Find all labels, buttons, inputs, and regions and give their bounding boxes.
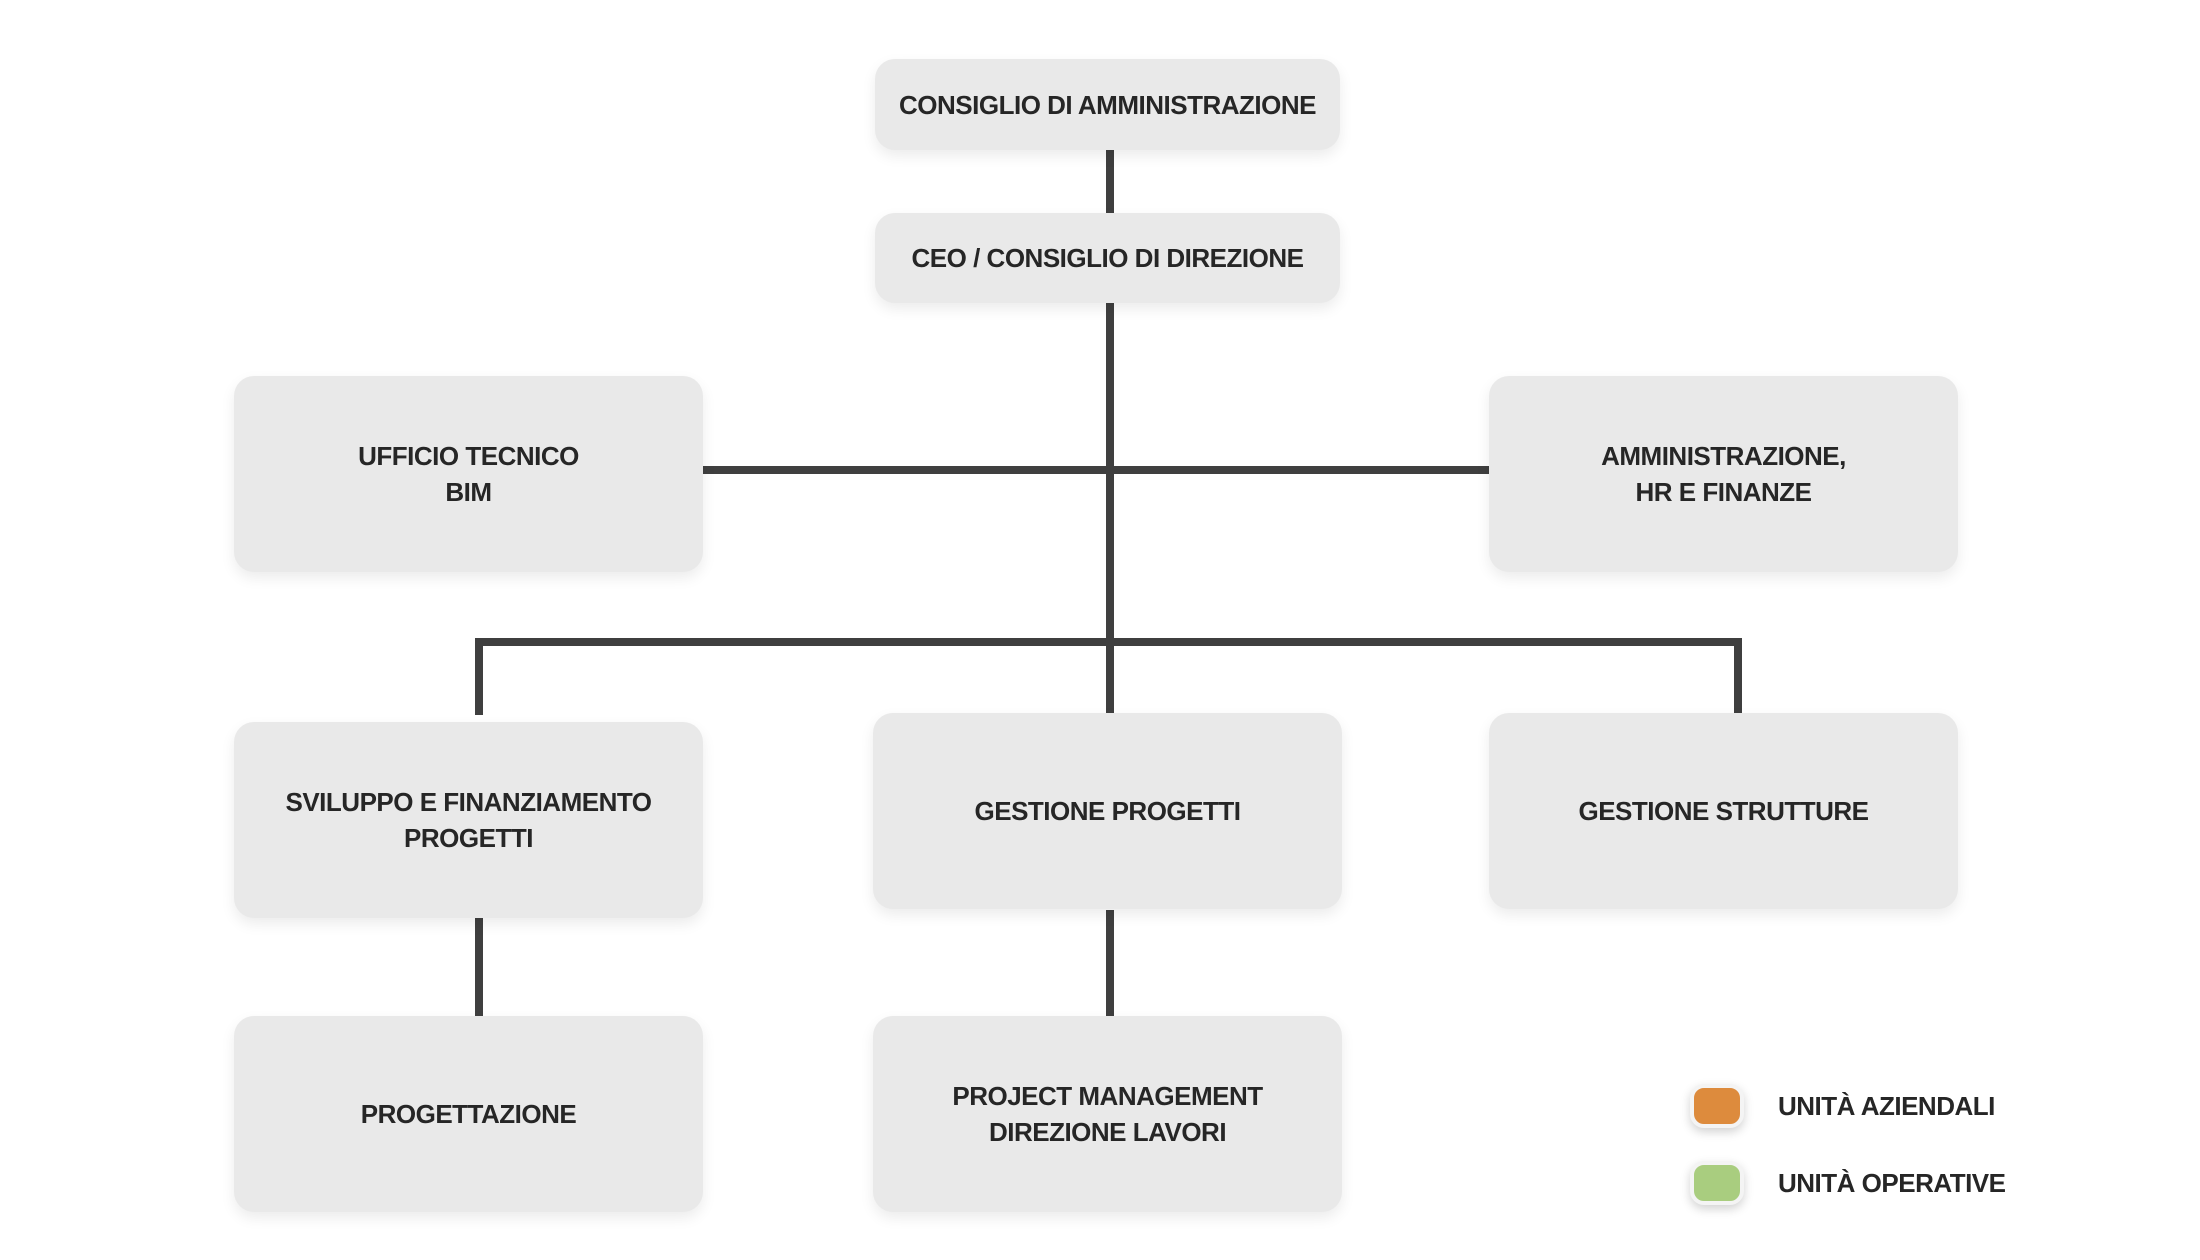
node-administration: AMMINISTRAZIONE, HR E FINANZE xyxy=(1489,376,1958,572)
node-design-label: PROGETTAZIONE xyxy=(360,1099,577,1129)
node-design: PROGETTAZIONE xyxy=(234,1016,703,1212)
node-facility-management-label: GESTIONE STRUTTURE xyxy=(1578,796,1869,826)
node-project-management: GESTIONE PROGETTI xyxy=(873,713,1342,909)
legend-swatch-business-units xyxy=(1690,1084,1744,1128)
node-pm-works: PROJECT MANAGEMENT DIREZIONE LAVORI xyxy=(873,1016,1342,1212)
node-development: SVILUPPO E FINANZIAMENTO PROGETTI xyxy=(234,722,703,918)
legend-swatch-operative-units xyxy=(1690,1161,1744,1205)
node-development-label-2: PROGETTI xyxy=(404,823,533,853)
legend-item-operative-units: UNITÀ OPERATIVE xyxy=(1690,1161,2006,1205)
connector-operative-branch xyxy=(475,638,1742,715)
node-board: CONSIGLIO DI AMMINISTRAZIONE xyxy=(875,59,1340,150)
node-ceo: CEO / CONSIGLIO DI DIREZIONE xyxy=(875,213,1340,303)
node-technical-office: UFFICIO TECNICO BIM xyxy=(234,376,703,572)
node-pm-works-label-1: PROJECT MANAGEMENT xyxy=(952,1081,1263,1111)
node-technical-office-label-2: BIM xyxy=(445,477,492,507)
node-administration-label-2: HR E FINANZE xyxy=(1635,477,1813,507)
node-facility-management: GESTIONE STRUTTURE xyxy=(1489,713,1958,909)
node-board-label: CONSIGLIO DI AMMINISTRAZIONE xyxy=(899,89,1316,120)
legend-item-business-units: UNITÀ AZIENDALI xyxy=(1690,1084,1995,1128)
node-project-management-label: GESTIONE PROGETTI xyxy=(974,796,1241,826)
node-ceo-label: CEO / CONSIGLIO DI DIREZIONE xyxy=(911,243,1304,273)
node-technical-office-label-1: UFFICIO TECNICO xyxy=(358,441,579,471)
legend-label-business-units: UNITÀ AZIENDALI xyxy=(1778,1090,1995,1121)
legend-label-operative-units: UNITÀ OPERATIVE xyxy=(1778,1167,2006,1198)
node-development-label-1: SVILUPPO E FINANZIAMENTO xyxy=(285,787,653,817)
node-pm-works-label-2: DIREZIONE LAVORI xyxy=(988,1117,1227,1147)
node-administration-label-1: AMMINISTRAZIONE, xyxy=(1601,441,1846,471)
